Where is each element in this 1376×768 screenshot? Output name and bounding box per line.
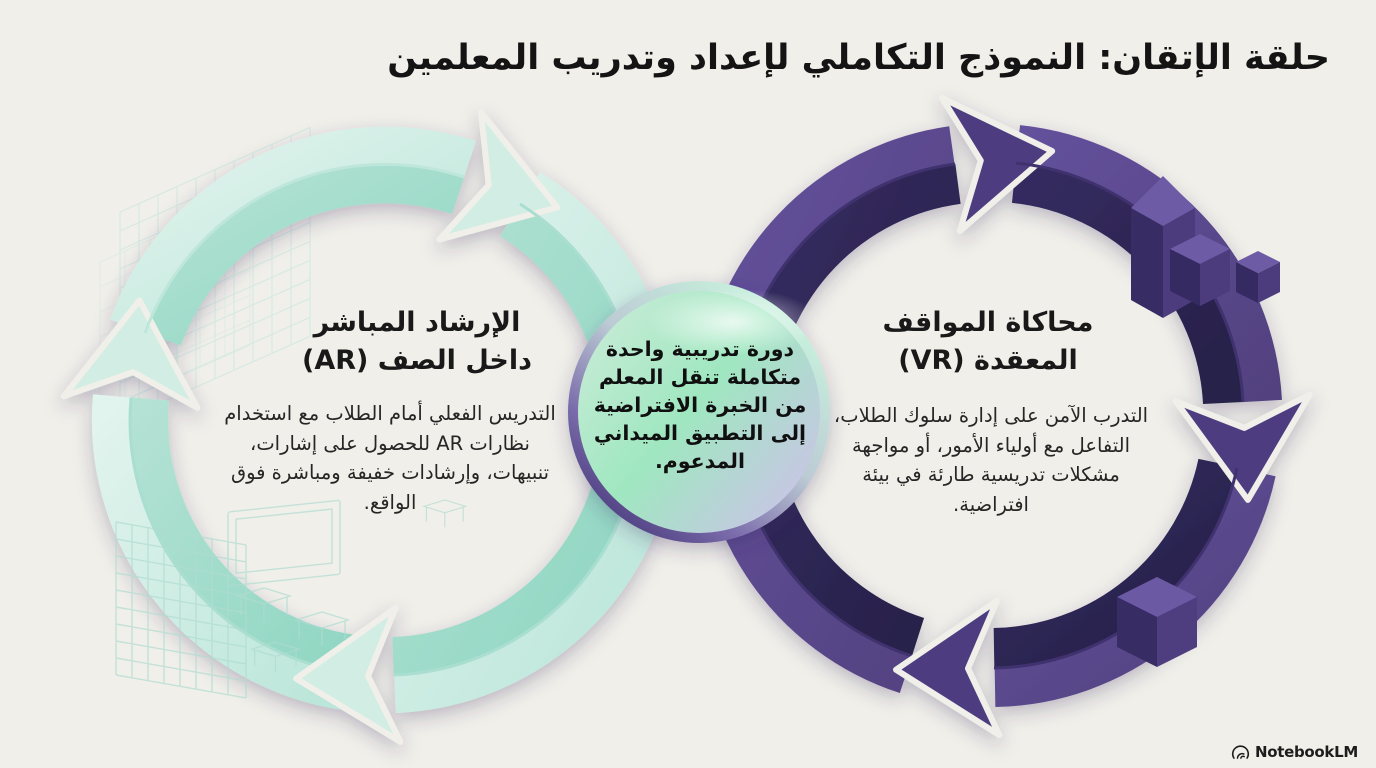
- vr-loop-heading: محاكاة المواقف المعقدة (VR): [858, 304, 1118, 381]
- vr-loop-heading-line1: محاكاة المواقف: [882, 307, 1094, 338]
- ar-loop-heading-line2: داخل الصف (AR): [302, 345, 532, 377]
- ar-loop-heading-line1: الإرشاد المباشر: [313, 307, 521, 338]
- center-circle-text: دورة تدريبية واحدة متكاملة تنقل المعلم م…: [593, 337, 807, 473]
- classroom-wireframe-sketch: [115, 499, 468, 699]
- vr-loop-description: التدرب الآمن على إدارة سلوك الطلاب، التف…: [833, 404, 1149, 516]
- notebooklm-watermark: NotebookLM: [1231, 743, 1358, 761]
- ar-loop-heading: الإرشاد المباشر داخل الصف (AR): [292, 304, 542, 381]
- vr-cube-bottom-icon: [1117, 577, 1197, 667]
- vr-cubes-top-icon: [1131, 176, 1280, 318]
- notebooklm-watermark-label: NotebookLM: [1254, 743, 1358, 761]
- page-title: حلقة الإتقان: النموذج التكاملي لإعداد وت…: [387, 38, 1330, 78]
- notebooklm-logo-icon: [1231, 744, 1250, 759]
- center-circle: [568, 281, 830, 543]
- ar-loop-description: التدريس الفعلي أمام الطلاب مع استخدام نظ…: [224, 402, 556, 514]
- vr-loop-heading-line2: المعقدة (VR): [898, 345, 1078, 377]
